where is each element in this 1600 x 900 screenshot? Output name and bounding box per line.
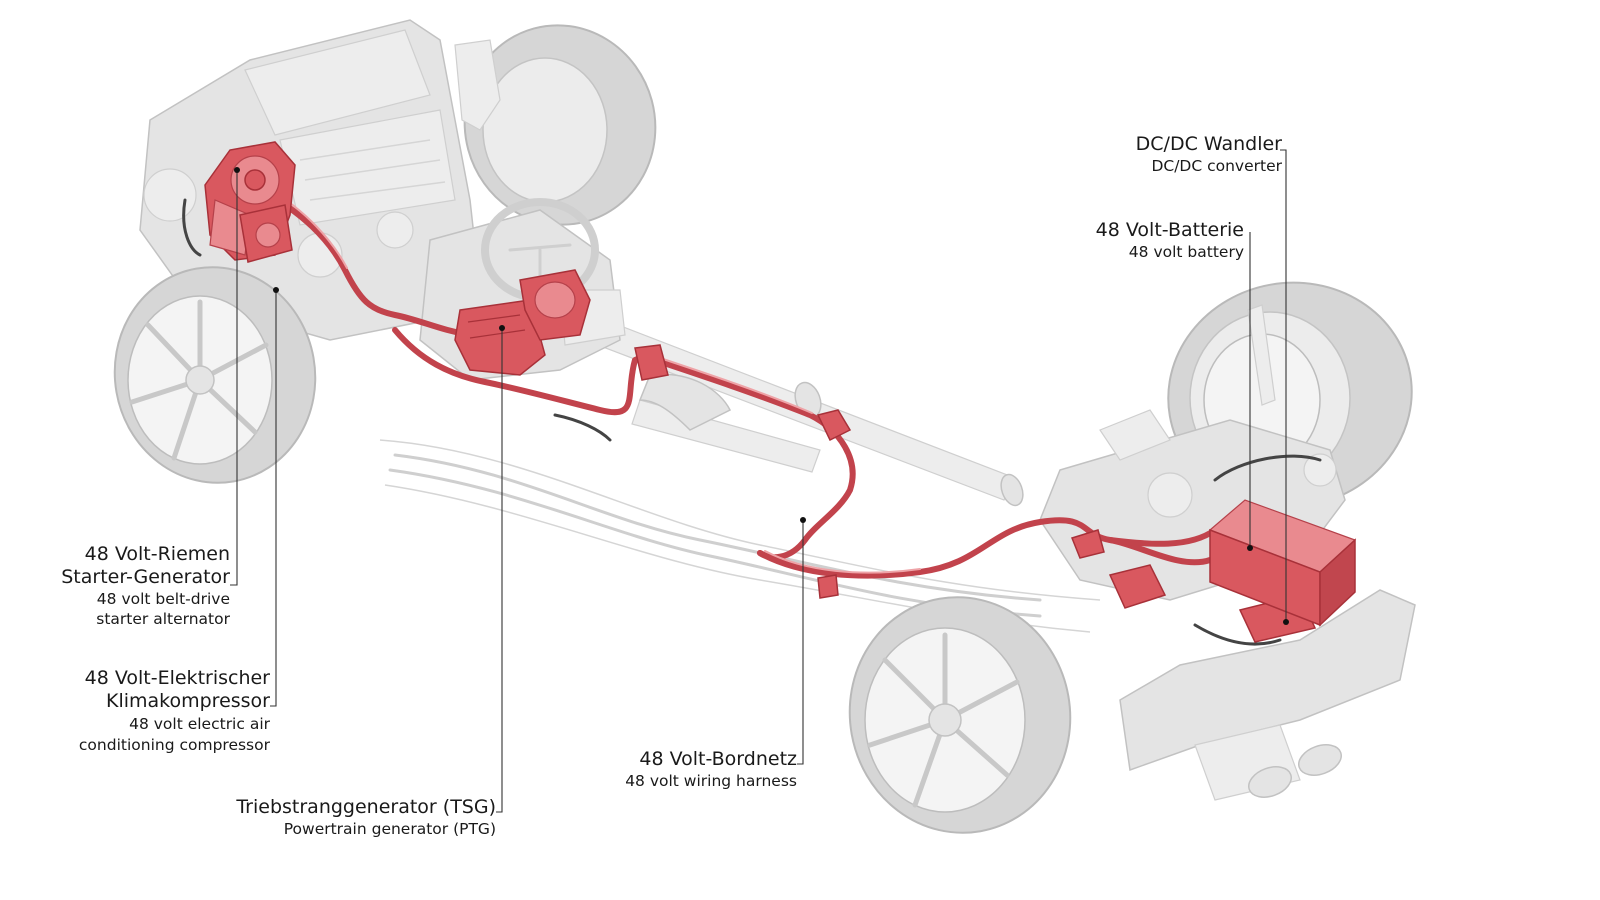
rsg-label-en-1: 48 volt belt-drive bbox=[97, 590, 230, 608]
ac-label-en-2: conditioning compressor bbox=[79, 736, 271, 754]
callout-electric-ac-compressor: 48 Volt-Elektrischer Klimakompressor 48 … bbox=[79, 287, 279, 754]
callout-powertrain-generator: Triebstranggenerator (TSG) Powertrain ge… bbox=[235, 325, 505, 838]
chassis bbox=[113, 19, 1416, 834]
rsg-label-de-2: Starter-Generator bbox=[61, 566, 230, 588]
battery-label-en: 48 volt battery bbox=[1129, 243, 1244, 261]
rsg-label-en-2: starter alternator bbox=[96, 610, 230, 628]
tsg-label-en: Powertrain generator (PTG) bbox=[284, 820, 496, 838]
electric-ac-compressor bbox=[239, 204, 293, 263]
harness-label-en: 48 volt wiring harness bbox=[625, 772, 797, 790]
wheel-rear-left bbox=[848, 596, 1072, 834]
dcdc-label-de: DC/DC Wandler bbox=[1136, 133, 1283, 155]
callout-wiring-harness: 48 Volt-Bordnetz 48 volt wiring harness bbox=[625, 517, 806, 790]
rsg-label-de-1: 48 Volt-Riemen bbox=[85, 543, 230, 565]
ac-label-de-2: Klimakompressor bbox=[106, 690, 270, 712]
wheel-front-left bbox=[113, 266, 317, 484]
callout-dcdc-converter: DC/DC Wandler DC/DC converter bbox=[1136, 133, 1289, 625]
battery-label-de: 48 Volt-Batterie bbox=[1096, 219, 1244, 241]
dcdc-label-en: DC/DC converter bbox=[1151, 157, 1282, 175]
callout-48v-battery: 48 Volt-Batterie 48 volt battery bbox=[1096, 219, 1253, 551]
harness-label-de: 48 Volt-Bordnetz bbox=[639, 748, 797, 770]
48v-battery bbox=[1208, 499, 1357, 627]
tsg-label-de: Triebstranggenerator (TSG) bbox=[235, 796, 496, 818]
engine bbox=[139, 19, 481, 341]
wheel-front-right bbox=[463, 24, 657, 226]
ac-label-de-1: 48 Volt-Elektrischer bbox=[85, 667, 271, 689]
callout-belt-starter-generator: 48 Volt-Riemen Starter-Generator 48 volt… bbox=[61, 167, 240, 628]
rear-muffler bbox=[1119, 589, 1416, 801]
callouts: 48 Volt-Riemen Starter-Generator 48 volt… bbox=[61, 133, 1289, 838]
powertrain-generator bbox=[454, 269, 591, 376]
ac-label-en-1: 48 volt electric air bbox=[129, 715, 271, 733]
48v-system bbox=[182, 141, 1357, 646]
